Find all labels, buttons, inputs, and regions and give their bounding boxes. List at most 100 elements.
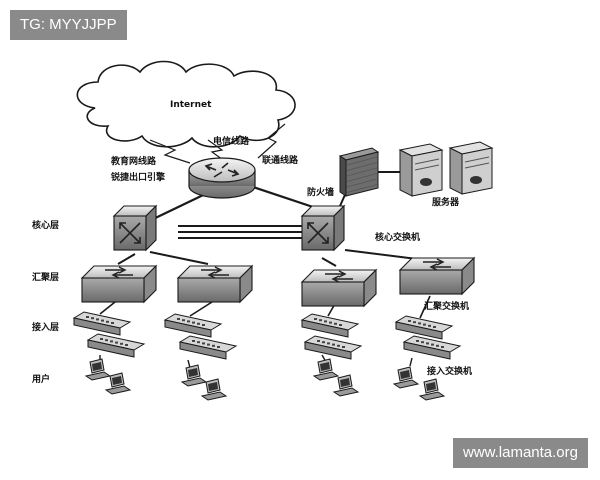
user-computer-5-keyboard bbox=[312, 371, 340, 381]
access-switch-6-port bbox=[337, 344, 340, 347]
user-computer-4 bbox=[200, 378, 228, 401]
access-switch-7-port bbox=[418, 322, 421, 325]
access-switch-5-front bbox=[301, 319, 349, 338]
access-switch-1-port bbox=[86, 316, 89, 318]
link-core-agg-2 bbox=[149, 251, 209, 265]
access-switch-2-port bbox=[125, 344, 128, 346]
access-switch-7-port bbox=[428, 324, 431, 327]
access-layer-label: 接入层 bbox=[32, 321, 59, 333]
firewall-device bbox=[338, 147, 380, 197]
access-switch-2 bbox=[86, 333, 146, 358]
lightning-edu-icon bbox=[149, 139, 191, 164]
user-computer-8-keyboard bbox=[418, 391, 446, 401]
server-side bbox=[449, 147, 463, 195]
access-switch-5 bbox=[300, 313, 360, 338]
ruijie-engine-label: 锐捷出口引擎 bbox=[111, 171, 165, 183]
user-computer-7-screen bbox=[400, 370, 410, 379]
aggregation-switch-3 bbox=[300, 268, 378, 308]
user-computer-8 bbox=[418, 378, 446, 401]
server-slot bbox=[464, 162, 490, 169]
access-switch-6-port bbox=[342, 346, 345, 348]
user-computer-5-screen bbox=[320, 362, 330, 371]
access-switch-3-port bbox=[197, 322, 200, 325]
user-computer-6 bbox=[332, 374, 360, 397]
firewall-brick-line bbox=[346, 156, 378, 166]
access-switch-7-front bbox=[395, 321, 443, 340]
link-core-agg-1 bbox=[117, 253, 136, 265]
aggregation-switch-1-front bbox=[81, 277, 145, 303]
access-switch-7 bbox=[394, 315, 454, 340]
server-front bbox=[461, 147, 493, 195]
access-switch-7-port bbox=[423, 323, 426, 326]
firewall-label: 防火墙 bbox=[307, 186, 334, 198]
user-computer-2-screen bbox=[112, 376, 122, 385]
access-switch-4-port bbox=[197, 341, 200, 344]
telecom-line-label: 电信线路 bbox=[213, 135, 250, 147]
firewall-front bbox=[345, 151, 379, 197]
server-slot bbox=[414, 164, 440, 171]
access-switch-3-port bbox=[182, 319, 185, 322]
access-switch-3-front bbox=[164, 319, 212, 338]
user-computer-7 bbox=[392, 366, 420, 389]
user-computer-2 bbox=[104, 372, 132, 395]
aggregation-switch-4-arrows-icon bbox=[423, 258, 451, 271]
access-switch-8-port bbox=[441, 346, 444, 348]
link-agg-access-2 bbox=[189, 301, 213, 317]
server-2 bbox=[448, 141, 494, 195]
access-switch-3-port bbox=[187, 320, 190, 323]
access-switch-1 bbox=[72, 311, 132, 336]
servers-label: 服务器 bbox=[432, 196, 460, 208]
access-switch-5-port bbox=[319, 319, 322, 322]
firewall-brick-line bbox=[346, 173, 378, 182]
access-switch-8-port bbox=[416, 340, 419, 342]
core-switch-left-arrows-icon bbox=[119, 222, 141, 244]
watermark-bottom-right: www.lamanta.org bbox=[452, 438, 588, 468]
access-switch-1-port bbox=[96, 318, 99, 321]
access-switch-6-port bbox=[317, 340, 320, 342]
access-switch-1-port bbox=[111, 322, 114, 324]
access-switch-2-port bbox=[100, 338, 103, 340]
aggregation-switch-2-arrows-icon bbox=[201, 266, 229, 279]
firewall-brick-line bbox=[346, 184, 378, 193]
access-switch-7-port bbox=[413, 321, 416, 324]
core-switch-right-arrows-icon bbox=[307, 222, 329, 244]
access-switch-4-port bbox=[192, 340, 195, 342]
firewall-brick-line bbox=[346, 167, 378, 177]
access-switch-8-port bbox=[421, 341, 424, 344]
lightning-telecom-icon bbox=[207, 139, 227, 163]
access-switch-5-port bbox=[334, 322, 337, 325]
internet-label: Internet bbox=[170, 100, 212, 110]
aggregation-switch-2-front bbox=[177, 277, 241, 303]
access-switch-5-port bbox=[324, 320, 327, 323]
watermark-top-left: TG: MYYJJPP bbox=[10, 10, 127, 40]
access-switch-3-port bbox=[177, 318, 180, 320]
aggregation-switch-4-front bbox=[399, 269, 463, 295]
access-switch-label: 接入交换机 bbox=[427, 365, 472, 377]
access-switch-8-port bbox=[436, 344, 439, 347]
access-switch-1-front bbox=[73, 317, 121, 336]
user-computer-6-screen bbox=[340, 378, 350, 387]
user-computer-3-keyboard bbox=[180, 377, 208, 387]
user-computer-3 bbox=[180, 364, 208, 387]
router-arrows-icon bbox=[204, 162, 240, 178]
core-layer-label: 核心层 bbox=[32, 219, 59, 231]
user-computer-8-screen bbox=[426, 382, 436, 391]
access-switch-7-port bbox=[408, 320, 411, 322]
unicom-line-label: 联通线路 bbox=[262, 154, 299, 166]
core-switch-left bbox=[112, 204, 158, 252]
link-access-user-4 bbox=[409, 357, 413, 367]
access-switch-3-port bbox=[202, 324, 205, 326]
access-switch-1-port bbox=[106, 320, 109, 323]
server-side bbox=[399, 149, 413, 197]
server-1 bbox=[398, 143, 444, 197]
lightning-unicom-icon bbox=[257, 123, 286, 159]
access-switch-6 bbox=[303, 335, 363, 360]
link-core-agg-3 bbox=[321, 257, 337, 267]
exit-engine-router bbox=[188, 157, 256, 199]
user-computer-2-keyboard bbox=[104, 385, 132, 395]
link-agg-access-4 bbox=[419, 295, 431, 319]
access-switch-5-port bbox=[329, 321, 332, 324]
edu-line-label: 教育网线路 bbox=[110, 155, 157, 167]
access-switch-6-port bbox=[327, 342, 330, 345]
router-top bbox=[188, 157, 256, 183]
